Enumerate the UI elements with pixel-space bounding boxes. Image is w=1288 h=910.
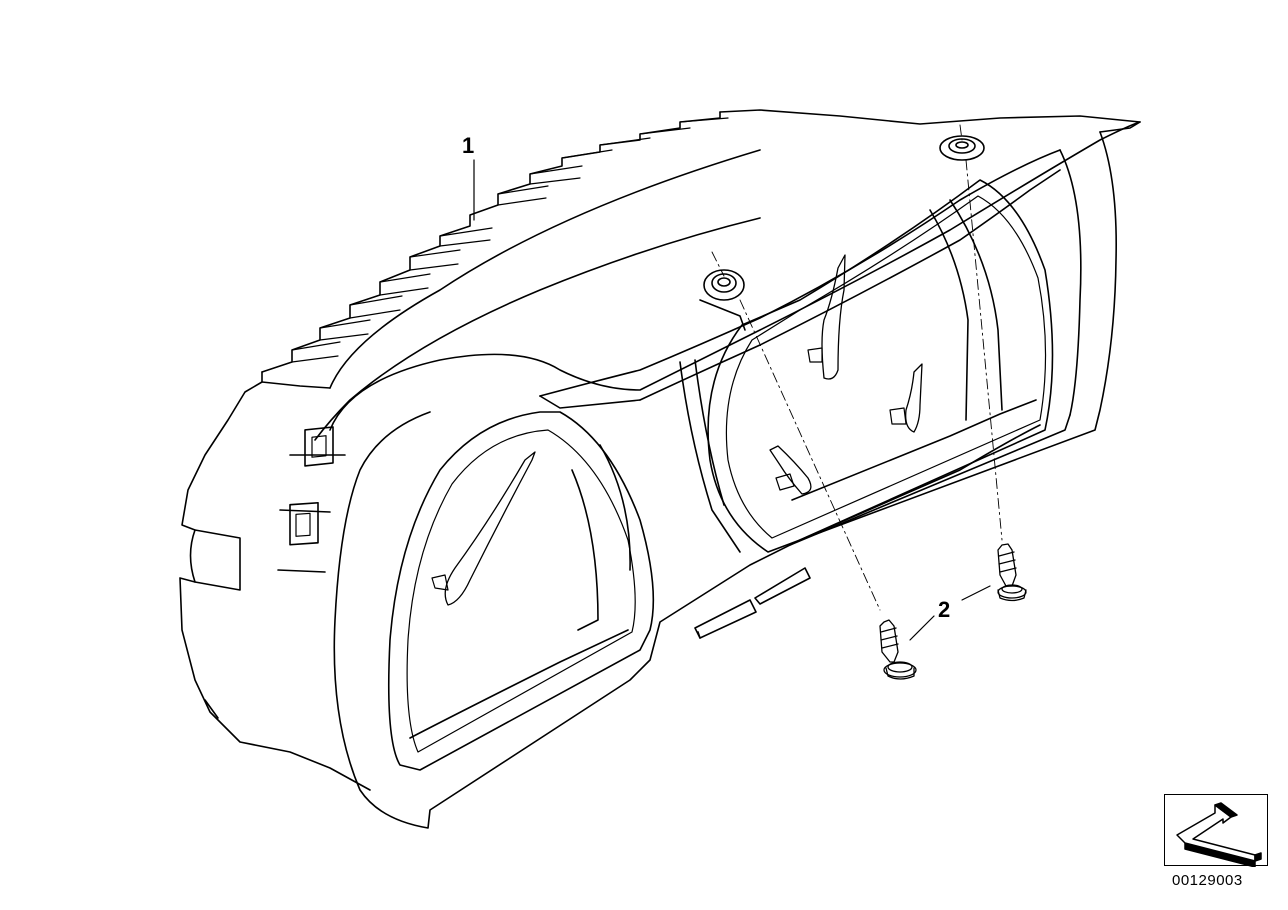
left-gauge-needle	[431, 451, 536, 606]
callout-part-2: 2	[938, 597, 951, 622]
tachometer-needle	[807, 254, 846, 380]
right-gauge-window	[679, 179, 1054, 553]
housing-cooling-fins	[291, 117, 729, 363]
center-control-buttons	[694, 567, 811, 639]
leader-line-2	[909, 615, 935, 641]
screw-2	[997, 543, 1027, 602]
screw-1	[879, 619, 917, 680]
orientation-indicator	[1164, 794, 1268, 868]
housing-connector-window	[304, 426, 334, 467]
leader-line-2b	[961, 585, 991, 601]
temperature-gauge-needle	[769, 445, 812, 495]
fuel-gauge-needle	[889, 363, 923, 433]
instrument-cluster-housing	[179, 109, 1141, 829]
callout-part-1: 1	[462, 133, 475, 158]
diagram-id-label: 00129003	[1172, 872, 1243, 889]
screw-boss-left	[703, 269, 745, 301]
assembly-guide-lines	[711, 124, 1003, 611]
orientation-arrow-icon	[1176, 802, 1262, 868]
housing-connector-window	[289, 501, 319, 546]
left-gauge-window	[387, 411, 655, 771]
